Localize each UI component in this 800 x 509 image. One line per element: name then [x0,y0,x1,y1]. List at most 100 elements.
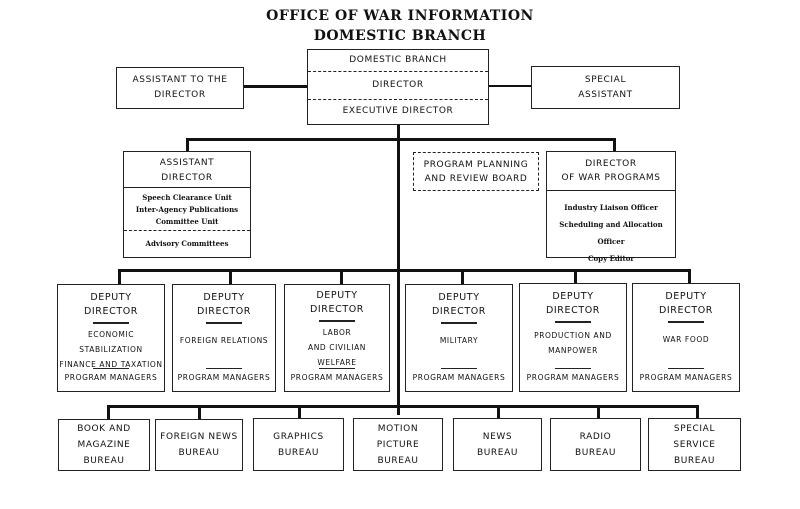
bureau-label: BUREAU [178,448,220,458]
divider [441,367,477,369]
divider [555,367,591,369]
connector-line [696,405,699,419]
deputy-director-box-military[interactable]: DEPUTY DIRECTOR MILITARY PROGRAM MANAGERS [405,284,513,392]
bureau-label: BUREAU [277,447,320,458]
box-label: DEPUTY [665,291,707,302]
assistant-to-director-box[interactable]: ASSISTANT TO THE DIRECTOR [116,67,244,109]
area-label: STABILIZATION [79,344,143,354]
box-label: ASSISTANT [578,89,633,100]
divider [93,367,129,369]
bureau-box-special-service[interactable]: SPECIAL SERVICE BUREAU [648,418,741,471]
area-label: LABOR [322,327,352,337]
box-label: ASSISTANT TO THE [132,75,228,85]
divider [441,322,477,324]
area-label: MILITARY [439,335,479,345]
bureau-box-radio[interactable]: RADIO BUREAU [550,418,641,471]
connector-line [107,405,110,419]
program-managers-label: PROGRAM MANAGERS [412,373,506,382]
bureau-label: SPECIAL [673,423,716,434]
staff-label: Scheduling and Allocation Officer [559,220,663,246]
bureau-label: MAGAZINE [77,440,131,450]
bureau-box-motion-picture[interactable]: MOTION PICTURE BUREAU [353,418,443,471]
area-label: FOREIGN RELATIONS [179,335,269,345]
bureau-label: BUREAU [574,447,617,458]
box-label: DIRECTOR [585,159,637,169]
area-label: FINANCE AND TAXATION [59,359,163,369]
staff-label: Copy Editor [587,254,635,263]
connector-line [688,269,691,285]
deputy-director-box-foreign-relations[interactable]: DEPUTY DIRECTOR FOREIGN RELATIONS PROGRAM… [172,284,276,392]
connector-line [340,269,343,285]
connector-line [497,405,500,419]
connector-line [186,138,615,141]
box-label: DEPUTY [203,292,245,303]
program-managers-label: PROGRAM MANAGERS [639,373,733,382]
unit-label: Inter-Agency Publications [135,205,239,214]
connector-line [118,269,691,272]
unit-label: Speech Clearance Unit [142,193,232,202]
staff-label: Industry Liaison Officer [564,203,658,212]
connector-line [597,405,600,419]
program-managers-label: PROGRAM MANAGERS [526,373,620,382]
connector-line [298,405,301,419]
divider [206,322,242,324]
domestic-branch-director-box[interactable]: DOMESTIC BRANCH DIRECTOR EXECUTIVE DIREC… [307,49,489,125]
bureau-box-book-magazine[interactable]: BOOK AND MAGAZINE BUREAU [58,419,150,471]
box-label: DIRECTOR [196,306,252,317]
divider [206,367,242,369]
bureau-label: BUREAU [83,456,125,466]
divider [668,367,704,369]
domestic-branch-label: DOMESTIC BRANCH [349,55,447,65]
bureau-box-foreign-news[interactable]: FOREIGN NEWS BUREAU [155,419,243,471]
bureau-label: GRAPHICS [273,431,324,442]
program-managers-label: PROGRAM MANAGERS [290,373,384,382]
box-label: PROGRAM PLANNING [423,159,529,170]
bureau-label: SERVICE [673,439,716,450]
box-label: ASSISTANT [159,157,215,168]
box-label: DIRECTOR [161,172,213,183]
connector-line [107,405,698,408]
connector-line [574,269,577,285]
bureau-box-graphics[interactable]: GRAPHICS BUREAU [253,418,344,471]
connector-line [243,85,307,88]
divider [319,367,355,369]
executive-director-label: EXECUTIVE DIRECTOR [308,99,488,123]
divider [93,322,129,324]
bureau-label: RADIO [579,431,612,442]
box-label: DIRECTOR [431,306,487,317]
connector-line [229,269,232,285]
special-assistant-box[interactable]: SPECIAL ASSISTANT [531,66,680,109]
program-planning-review-board-box[interactable]: PROGRAM PLANNING AND REVIEW BOARD [413,152,539,191]
divider [668,321,704,323]
box-label: OF WAR PROGRAMS [561,173,661,183]
area-label: ECONOMIC [87,329,135,339]
box-label: DEPUTY [438,292,480,303]
box-label: DIRECTOR [545,305,601,316]
box-label: DEPUTY [316,290,358,301]
bureau-label: MOTION [377,423,419,434]
box-label: DIRECTOR [83,306,139,317]
bureau-box-news[interactable]: NEWS BUREAU [453,418,542,471]
unit-label: Committee Unit [155,217,219,226]
box-label: SPECIAL [584,74,627,85]
assistant-director-box[interactable]: ASSISTANT DIRECTOR Speech Clearance Unit… [123,151,251,258]
bureau-label: NEWS [482,431,513,442]
area-label: AND CIVILIAN [307,342,367,352]
bureau-label: PICTURE [376,439,420,450]
bureau-label: BUREAU [476,447,519,458]
chart-title: OFFICE OF WAR INFORMATION [266,8,534,24]
advisory-committees-label: Advisory Committees [124,230,250,256]
connector-line [118,269,121,285]
box-label: DEPUTY [552,291,594,302]
connector-line [613,138,616,152]
program-managers-label: PROGRAM MANAGERS [64,373,158,382]
chart-subtitle: DOMESTIC BRANCH [313,28,487,44]
director-of-war-programs-box[interactable]: DIRECTOR OF WAR PROGRAMS Industry Liaiso… [546,151,676,263]
program-managers-label: PROGRAM MANAGERS [177,373,271,382]
area-label: WELFARE [317,357,357,367]
connector-line [488,85,532,87]
